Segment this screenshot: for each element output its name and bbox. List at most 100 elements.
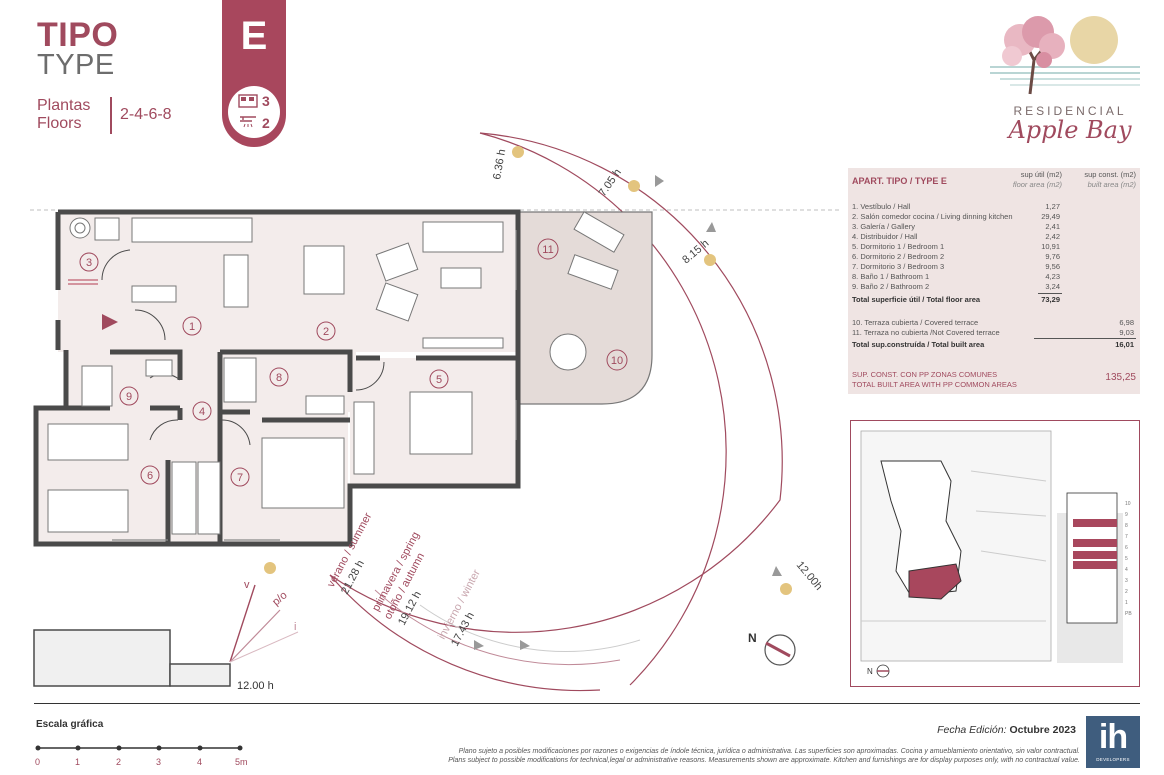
svg-text:7: 7 [1125, 534, 1128, 540]
logo-apple-bay: Apple Bay [1008, 116, 1132, 144]
svg-text:10: 10 [1125, 501, 1131, 507]
svg-text:6: 6 [1125, 545, 1128, 551]
table-row: 2. Salón comedor cocina / Living dinning… [852, 212, 1060, 221]
pp-label-es: SUP. CONST. CON PP ZONAS COMUNES [852, 370, 998, 379]
svg-text:5: 5 [436, 374, 442, 386]
pp-value: 135,25 [1105, 372, 1136, 383]
sun-section-diagram: v p/o i 12.00 h [33, 579, 299, 692]
room-6-label: 6 [140, 465, 160, 485]
svg-text:2: 2 [116, 757, 121, 767]
svg-text:3: 3 [86, 257, 92, 269]
svg-text:6: 6 [147, 470, 153, 482]
section-i: i [294, 621, 296, 633]
col2-header: sup const. (m2) [1084, 170, 1136, 179]
room-11-label: 11 [537, 238, 559, 260]
floors-label: Plantas Floors [37, 97, 90, 134]
developer-logo-text: ih [1098, 718, 1128, 756]
cherry-tree-sunset-logo [990, 16, 1140, 95]
floors-label-en: Floors [37, 115, 82, 133]
disclaimer-en: Plans subject to possible modifications … [448, 757, 1080, 764]
col1-sub: floor area (m2) [1012, 180, 1062, 189]
svg-text:9: 9 [126, 391, 132, 403]
svg-text:1: 1 [1125, 600, 1128, 606]
site-compass-icon: N [867, 664, 890, 678]
floors-divider [110, 97, 112, 134]
svg-text:PB: PB [1125, 611, 1132, 617]
svg-text:2: 2 [323, 326, 329, 338]
table-title: APART. TIPO / TYPE E [852, 176, 947, 186]
footer-divider [34, 703, 1140, 704]
type-badge: E 3 2 [222, 0, 286, 147]
svg-text:7: 7 [237, 472, 243, 484]
svg-text:1: 1 [75, 757, 80, 767]
room-10-label: 10 [606, 349, 628, 371]
svg-text:4: 4 [197, 757, 202, 767]
graphic-scale: 0 1 2 3 4 5m [35, 745, 248, 767]
section-time: 12.00 h [237, 680, 274, 692]
svg-text:2: 2 [1125, 589, 1128, 595]
room-count-circle: 3 2 [228, 86, 280, 138]
svg-text:0: 0 [35, 757, 40, 767]
type-letter: E [240, 14, 268, 58]
edition-date: Fecha Edición: Octubre 2023 [880, 724, 1076, 736]
svg-text:3: 3 [1125, 578, 1128, 584]
pp-label-en: TOTAL BUILT AREA WITH PP COMMON AREAS [852, 380, 1017, 389]
svg-text:9: 9 [1125, 512, 1128, 518]
room-2-label: 2 [316, 321, 336, 341]
room-4-label: 4 [192, 401, 212, 421]
svg-text:N: N [867, 667, 873, 676]
table-row: 11. Terraza no cubierta /Not Covered ter… [852, 328, 1134, 337]
bathroom-count: 2 [262, 115, 270, 131]
floor-numbers: 2-4-6-8 [120, 106, 172, 123]
floors-label-es: Plantas [37, 97, 91, 114]
developer-logo: ih DEVELOPERS [1086, 716, 1140, 768]
total-floor-row: Total superficie útil / Total floor area… [852, 295, 1060, 304]
disclaimer-es: Plano sujeto a posibles modificaciones p… [458, 748, 1080, 755]
scale-title: Escala gráfica [36, 719, 104, 730]
location-map: 10 9 8 7 6 5 4 3 2 1 PB N [850, 420, 1140, 687]
room-5-label: 5 [429, 369, 449, 389]
bed-icon [238, 94, 258, 108]
surface-table: APART. TIPO / TYPE E sup útil (m2) floor… [848, 168, 1140, 394]
compass-n: N [748, 631, 757, 645]
svg-text:10: 10 [611, 355, 623, 367]
sun-hour-1: 6.36 h [491, 148, 508, 180]
col1-header: sup útil (m2) [1020, 170, 1062, 179]
svg-text:5: 5 [1125, 556, 1128, 562]
edition-date-label: Fecha Edición: [937, 724, 1010, 736]
svg-text:4: 4 [199, 406, 205, 418]
compass-icon: N [748, 631, 796, 666]
site-plan: 10 9 8 7 6 5 4 3 2 1 PB N [860, 430, 1132, 678]
shower-icon [240, 116, 256, 128]
floor-plan: 1 2 3 4 5 6 7 8 9 10 11 6.36 h 7.05 h 8.… [30, 132, 840, 692]
room-3-label: 3 [79, 252, 99, 272]
room-1-label: 1 [182, 316, 202, 336]
room-8-label: 8 [269, 367, 289, 387]
logo-residencial: RESIDENCIAL [1013, 104, 1127, 118]
col2-sub: built area (m2) [1087, 180, 1136, 189]
svg-text:1: 1 [189, 321, 195, 333]
svg-text:4: 4 [1125, 567, 1128, 573]
section-v: v [244, 579, 250, 591]
edition-date-value: Octubre 2023 [1009, 724, 1076, 736]
svg-text:11: 11 [542, 244, 553, 256]
section-po: p/o [270, 589, 289, 608]
room-9-label: 9 [119, 386, 139, 406]
sun-icons [264, 146, 792, 595]
svg-text:3: 3 [156, 757, 161, 767]
svg-text:8: 8 [1125, 523, 1128, 529]
room-7-label: 7 [230, 467, 250, 487]
type-title-en: TYPE [37, 49, 115, 81]
svg-text:8: 8 [276, 372, 282, 384]
sun-hour-2: 7.05 h [597, 167, 624, 199]
